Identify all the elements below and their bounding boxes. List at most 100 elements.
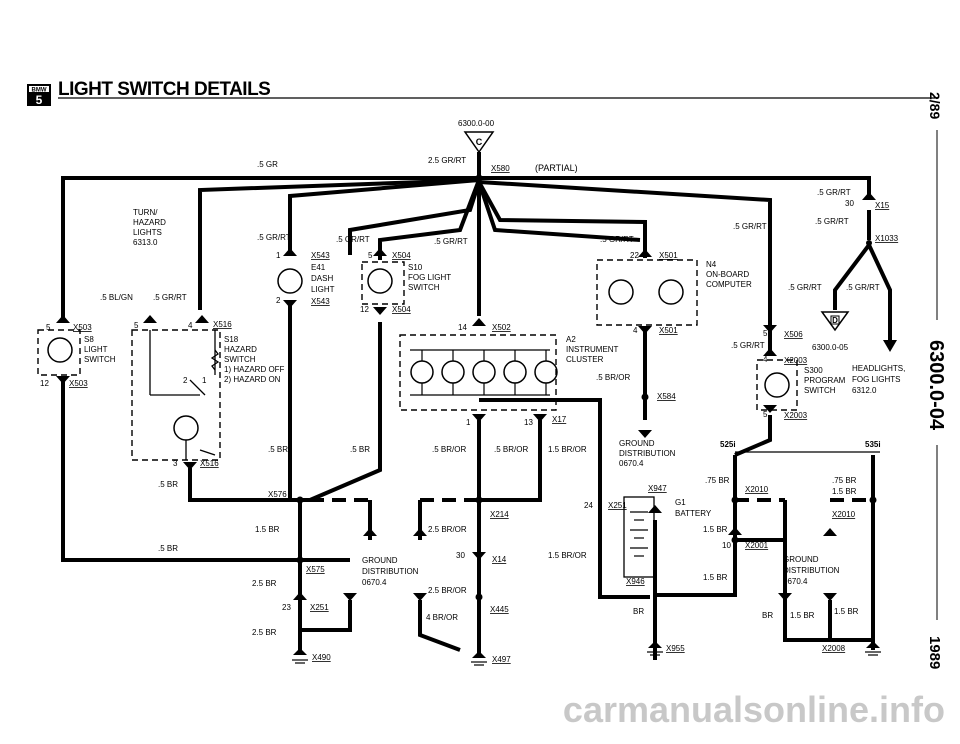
a2-wire-a: .5 BR/OR	[432, 445, 466, 454]
variant-525i: 525i	[720, 440, 736, 449]
a2-conn-bot: X17	[552, 415, 567, 424]
x2010-b: X2010	[832, 510, 856, 519]
variant-br: BR	[762, 611, 773, 620]
a2-lamp-2	[441, 360, 465, 384]
w75-a: .75 BR	[705, 476, 730, 485]
s18-pin-bot: 3	[173, 459, 178, 468]
s300-pin-top: 4	[763, 355, 768, 364]
s18-p2: 2	[183, 376, 188, 385]
x2008: X2008	[822, 644, 846, 653]
turn-line2: HAZARD	[133, 218, 166, 227]
ground-symbols	[292, 651, 881, 666]
turn-line3: LIGHTS	[133, 228, 162, 237]
n4-lamp-1	[608, 279, 634, 305]
flag-d: D	[832, 316, 838, 325]
top-feed: 6300.0-00 C 2.5 GR/RT X580 (PARTIAL) .5 …	[257, 119, 578, 182]
logo-text: BMW	[32, 88, 47, 94]
fog-ref: 6300.0-05	[812, 343, 849, 352]
w15-a: 1.5 BR	[703, 525, 728, 534]
s10-l1: FOG LIGHT	[408, 273, 451, 282]
s8-conn-bot: X503	[69, 379, 88, 388]
x575-wire: 2.5 BR	[252, 579, 277, 588]
side-margin: 2/89 6300.0-04 1989	[925, 92, 947, 669]
s8-lamp	[47, 337, 73, 363]
gd1-ref: 0670.4	[362, 578, 387, 587]
turn-line1: TURN/	[133, 208, 158, 217]
a2-l1: INSTRUMENT	[566, 345, 619, 354]
n4-conn-bot: X501	[659, 326, 678, 335]
s18-box	[131, 329, 221, 461]
e41-l2: LIGHT	[311, 285, 335, 294]
partial: (PARTIAL)	[535, 163, 578, 173]
cluster-internal	[410, 349, 550, 396]
s8-wire-a: .5 BL/GN	[100, 293, 133, 302]
gd3-ref: 0670.4	[783, 577, 808, 586]
br-wire-long: .5 BR	[158, 544, 178, 553]
x506-pin: 5	[763, 329, 768, 338]
e41-id: E41	[311, 263, 326, 272]
x251-b: X251	[608, 501, 627, 510]
s18-wire-br: .5 BR	[268, 445, 288, 454]
s18-l1: HAZARD	[224, 345, 257, 354]
s10-lamp	[367, 268, 393, 294]
x946: X946	[626, 577, 645, 586]
a2-wire-b: .5 BR/OR	[494, 445, 528, 454]
s8-l2: SWITCH	[84, 355, 116, 364]
s18-l2: SWITCH	[224, 355, 256, 364]
s300-conn-bot: X2003	[784, 411, 808, 420]
or-wire: 2.5 BR/OR	[428, 586, 467, 595]
w15-c: 1.5 BR	[832, 487, 857, 496]
x576-wire: 1.5 BR	[255, 525, 280, 534]
x15-conn: X15	[875, 201, 890, 210]
battery-br: BR	[633, 607, 644, 616]
header: BMW 5 LIGHT SWITCH DETAILS	[27, 79, 935, 107]
e41-wire-out: .5 BR	[350, 445, 370, 454]
s8-pin-top: 5	[46, 323, 51, 332]
e41-conn-top: X543	[311, 251, 330, 260]
component-boxes	[37, 259, 798, 461]
x947: X947	[648, 484, 667, 493]
s10-id: S10	[408, 263, 423, 272]
top-ref: 6300.0-00	[458, 119, 495, 128]
e41-conn-bot: X543	[311, 297, 330, 306]
flag-d-symbol	[820, 311, 850, 332]
s18-l4: 2) HAZARD ON	[224, 375, 281, 384]
gr-rt-wire-4: .5 GR/RT	[788, 283, 822, 292]
x497: X497	[492, 655, 511, 664]
a2-pin-l: 1	[466, 418, 471, 427]
a2-pin-r: 13	[524, 418, 533, 427]
e41-pin-top: 1	[276, 251, 281, 260]
s300-pin-bot: 5	[763, 410, 768, 419]
headlights-ref: 6312.0	[852, 386, 877, 395]
s8-conn-top: X503	[73, 323, 92, 332]
a2-id: A2	[566, 335, 576, 344]
x576: X576	[268, 490, 287, 499]
s10-box	[361, 261, 405, 305]
g1-label: BATTERY	[675, 509, 712, 518]
section-number: 6300.0-04	[925, 340, 947, 431]
s8-pin-bot: 12	[40, 379, 49, 388]
main-wire: 2.5 GR/RT	[428, 156, 466, 165]
gd2-ref: 0670.4	[619, 459, 644, 468]
turn-ref: 6313.0	[133, 238, 158, 247]
x251-pin: 23	[282, 603, 291, 612]
x1033-wire: .5 GR/RT	[815, 217, 849, 226]
gr-rt-wire-6: .5 GR/RT	[731, 341, 765, 350]
x14-pin: 30	[456, 551, 465, 560]
s8-id: S8	[84, 335, 94, 344]
gr-rt-wire-5: .5 GR/RT	[846, 283, 880, 292]
x2001: X2001	[745, 541, 769, 550]
gd3-l2: DISTRIBUTION	[783, 566, 840, 575]
n4-l2: COMPUTER	[706, 280, 752, 289]
e41-l1: DASH	[311, 274, 333, 283]
n4-conn-top: X501	[659, 251, 678, 260]
s18-p1: 1	[202, 376, 207, 385]
gr-rt-wire-3: .5 GR/RT	[733, 222, 767, 231]
a2-box	[399, 334, 557, 411]
w15-d: 1.5 BR	[790, 611, 815, 620]
logo-series: 5	[36, 93, 43, 107]
s18-pin-a: 5	[134, 321, 139, 330]
n4-pin-bot: 4	[633, 326, 638, 335]
x506-conn: X506	[784, 330, 803, 339]
